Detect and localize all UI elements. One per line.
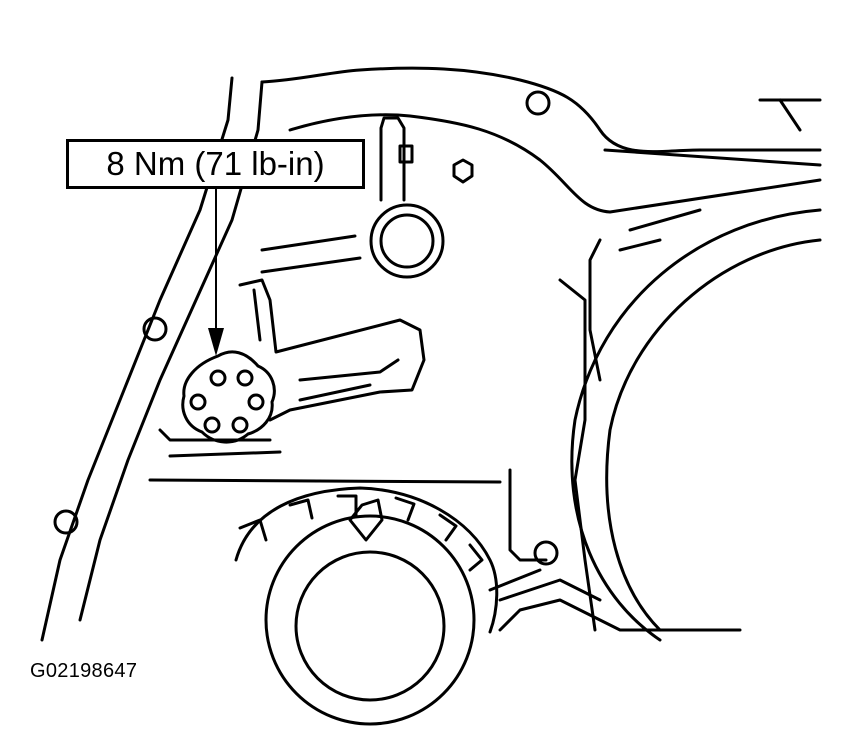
top-right-stub (758, 98, 822, 132)
cover-gasket-edge (558, 238, 602, 632)
right-connector (488, 468, 602, 602)
down-arrow-icon (208, 189, 224, 356)
cover-flange-right (618, 208, 702, 252)
round-port-inner (379, 213, 435, 269)
sprocket-icon (181, 350, 276, 444)
bolt-hole-top (525, 90, 551, 116)
lower-tab (348, 498, 384, 542)
bolt-hole-right-lower (533, 540, 559, 566)
lower-seal-outer (264, 514, 476, 726)
round-port-outer (369, 203, 445, 279)
hex-bolt-icon (452, 158, 474, 184)
port-connector (260, 234, 362, 274)
bracket-arm (238, 278, 426, 422)
lower-pulley-teeth (238, 494, 484, 572)
large-cover-inner (605, 238, 822, 632)
bolt-hole-left-lower (53, 509, 79, 535)
lower-right-frame (498, 598, 742, 632)
top-flange-outer (260, 66, 822, 154)
bolt-hole-left-upper (142, 316, 168, 342)
lower-seal-inner (294, 550, 446, 702)
lower-pulley-ring (234, 486, 499, 634)
lower-channel (148, 428, 502, 484)
top-flange-lower (603, 148, 822, 167)
torque-spec-callout: 8 Nm (71 lb-in) (66, 139, 365, 189)
vertical-pipe (379, 116, 406, 202)
bracket-inner (298, 358, 400, 402)
pipe-clip (398, 144, 414, 164)
housing-outer-edge (40, 76, 234, 642)
top-flange-inner (288, 113, 822, 214)
large-cover-outer (570, 208, 822, 642)
figure-id-label: G02198647 (30, 660, 138, 682)
